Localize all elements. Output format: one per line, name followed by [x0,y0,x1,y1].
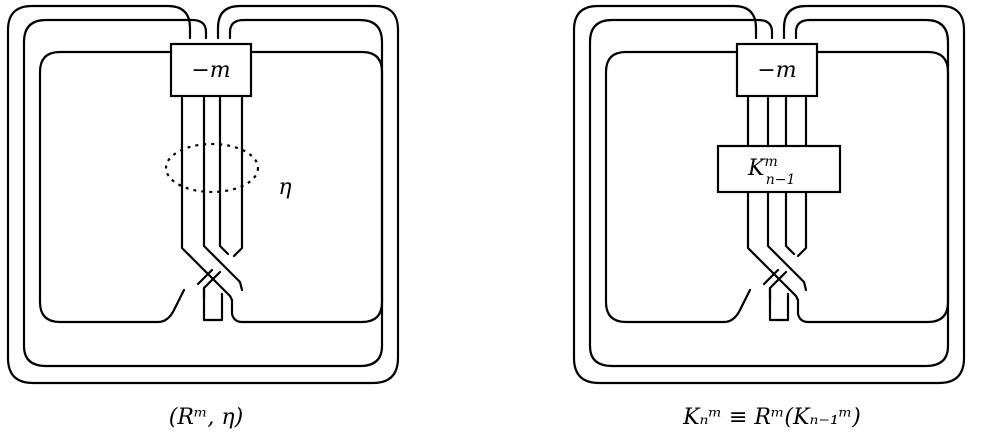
right-k-box-sub: n−1 [766,172,796,188]
right-outer-frame [572,4,966,385]
left-caption: (Rᵐ, η) [169,405,243,430]
left-cross-under [196,234,230,286]
left-cross-over [180,234,234,302]
right-inner-frame [588,18,950,368]
right-caption: Kₙᵐ ≡ Rᵐ(Kₙ₋₁ᵐ) [682,405,861,430]
right-loop-b [796,50,950,324]
right-k-box-label: Km n−1 [747,154,795,188]
right-cross-over-2 [766,234,808,292]
right-cross-over [746,234,800,302]
left-twist-box-label: −m [191,58,230,83]
left-bottom-tab [202,286,224,322]
eta-circle [164,142,260,194]
right-twist-box-label: −m [757,58,796,83]
eta-label: η [278,175,291,200]
left-loop-b [230,50,384,324]
right-twist-box [735,42,819,98]
left-twist-box [169,42,253,98]
right-loop-a [604,50,752,324]
left-link-diagram: −m η (Rᵐ, η) [6,4,400,430]
left-loop-a [38,50,186,324]
right-bottom-tab [768,286,790,322]
left-inner-frame [22,18,384,368]
right-cross-under [762,234,796,286]
right-k-box-sup: m [764,154,777,170]
left-cross-over-2 [202,234,244,292]
right-k-box-main: K [747,156,766,181]
right-link-diagram: −m Km n−1 Kₙᵐ ≡ Rᵐ(Kₙ₋₁ᵐ) [572,4,966,430]
left-outer-frame [6,4,400,385]
right-k-box [716,144,842,194]
